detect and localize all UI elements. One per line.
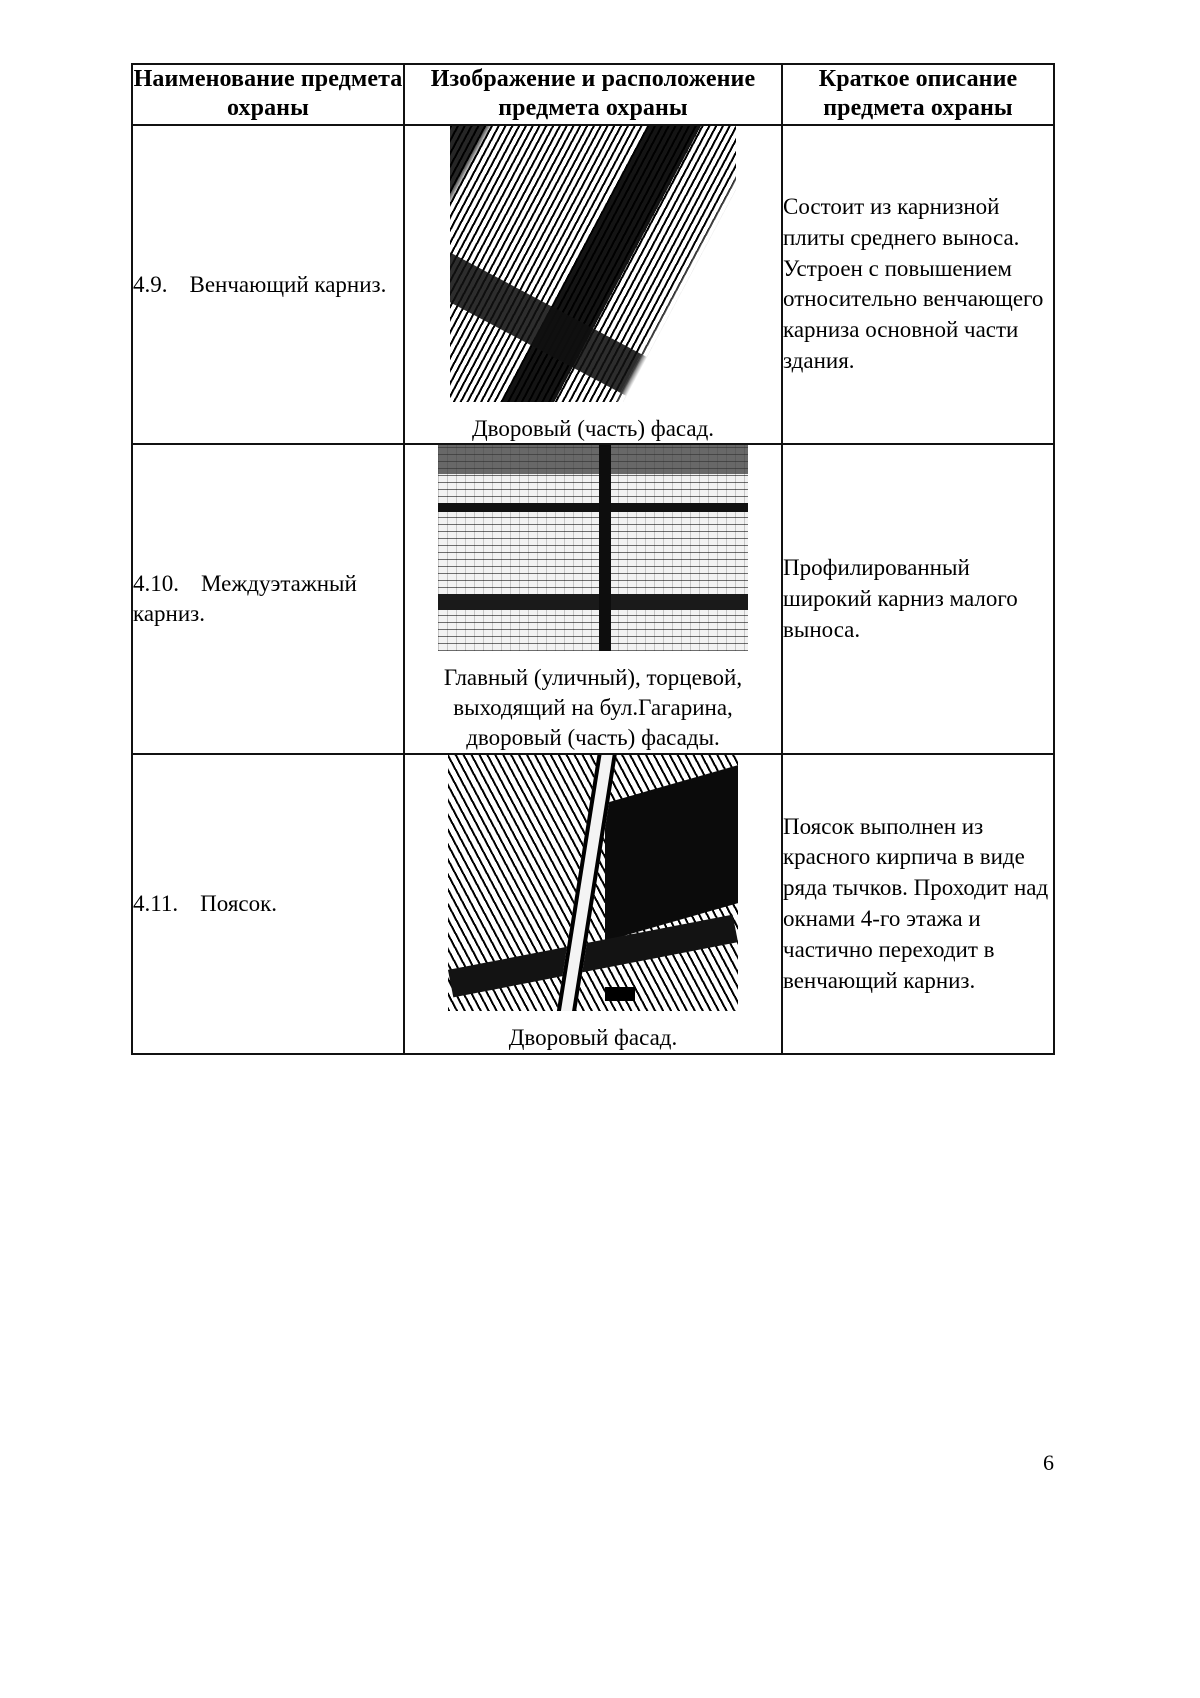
protection-objects-table: Наименование предмета охраны Изображение… [131, 63, 1055, 1055]
table-row: 4.11. Поясок. Дворовый фасад. Поясок выпо… [131, 753, 1055, 1055]
row-name-cell: 4.10.Междуэтажный карниз. [131, 443, 405, 756]
row-name-label: Венчающий карниз. [189, 271, 387, 297]
row-image-cell: Дворовый фасад. [403, 753, 783, 1055]
scanned-photo-interfloor-cornice-icon [438, 445, 748, 652]
row-description-cell: Поясок выполнен из красного кирпича в ви… [781, 753, 1055, 1055]
photo-wrapper: Дворовый фасад. [405, 755, 781, 1053]
row-number: 4.9. [133, 271, 168, 297]
table-row: 4.9. Венчающий карниз. Дворовый (часть) ф… [131, 123, 1055, 446]
row-number: 4.10. [133, 571, 179, 597]
scanned-photo-brick-belt-icon [448, 755, 738, 1012]
header-image-column: Изображение и расположение предмета охра… [403, 63, 783, 126]
row-number: 4.11. [133, 891, 179, 917]
scanned-photo-cornice-icon [450, 125, 736, 402]
image-caption: Дворовый (часть) фасад. [471, 415, 715, 441]
photo-wrapper: Главный (уличный), торцевой, выходящий н… [405, 445, 781, 753]
table-header-row: Наименование предмета охраны Изображение… [131, 63, 1055, 126]
header-description-column: Краткое описание предмета охраны [781, 63, 1055, 126]
row-description-cell: Профилированный широкий карниз малого вы… [781, 443, 1055, 756]
row-image-cell: Главный (уличный), торцевой, выходящий н… [403, 443, 783, 756]
row-name-label: Поясок. [200, 891, 278, 917]
table-row: 4.10.Междуэтажный карниз. Главный (уличн… [131, 443, 1055, 756]
row-description-cell: Состоит из карнизной плиты среднего выно… [781, 123, 1055, 446]
row-name-cell: 4.9. Венчающий карниз. [131, 123, 405, 446]
photo-wrapper: Дворовый (часть) фасад. [405, 125, 781, 444]
row-image-cell: Дворовый (часть) фасад. [403, 123, 783, 446]
header-name-column: Наименование предмета охраны [131, 63, 405, 126]
row-name-cell: 4.11. Поясок. [131, 753, 405, 1055]
image-caption: Главный (уличный), торцевой, выходящий н… [443, 665, 743, 751]
row-name-label: Междуэтажный карниз. [133, 571, 357, 627]
page-number: 6 [1043, 1450, 1054, 1475]
image-caption: Дворовый фасад. [508, 1025, 678, 1051]
